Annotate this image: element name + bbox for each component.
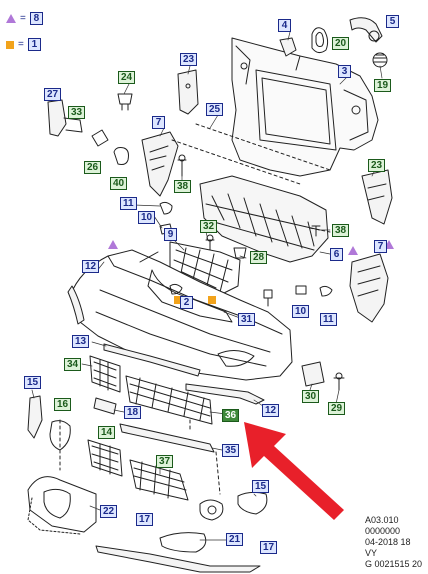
callout-32[interactable]: 32 [200,220,218,233]
callout-33[interactable]: 33 [68,106,86,119]
callout-18[interactable]: 18 [124,406,142,419]
callout-4[interactable]: 4 [278,19,291,32]
callout-5[interactable]: 5 [386,15,399,28]
red-arrow [244,422,344,520]
callout-15-right[interactable]: 15 [252,480,270,493]
callout-34[interactable]: 34 [64,358,82,371]
triangle-marker-icon [384,240,394,249]
callout-29[interactable]: 29 [328,402,346,415]
callout-23-right[interactable]: 23 [368,159,386,172]
ref-line: 04-2018 18 [364,537,411,547]
legend-triangle: = 8 [6,12,43,25]
callout-6[interactable]: 6 [330,248,343,261]
ref-line: 0000000 [364,526,400,536]
callout-7-left[interactable]: 7 [152,116,165,129]
callout-31[interactable]: 31 [238,313,256,326]
legend-ref: 1 [27,38,41,51]
legend-ref: 8 [29,12,43,25]
triangle-marker-icon [108,240,118,249]
callout-10-right[interactable]: 10 [292,305,310,318]
callout-38-top[interactable]: 38 [174,180,192,193]
callout-24[interactable]: 24 [118,71,136,84]
callout-23-top[interactable]: 23 [180,53,198,66]
callout-17-mid[interactable]: 17 [136,513,154,526]
callout-10-top[interactable]: 10 [138,211,156,224]
callout-17-bottom[interactable]: 17 [260,541,278,554]
legend-equals: = [18,39,24,50]
callout-38-right[interactable]: 38 [332,224,350,237]
callout-12-top[interactable]: 12 [82,260,100,273]
legend-equals: = [20,13,26,24]
callout-21[interactable]: 21 [226,533,244,546]
callout-28[interactable]: 28 [250,251,268,264]
callout-13[interactable]: 13 [72,335,90,348]
callout-15-left[interactable]: 15 [24,376,42,389]
callout-14[interactable]: 14 [98,426,116,439]
ref-line: G 0021515 20 [364,559,422,569]
diagram-reference: A03.010 0000000 04-2018 18 VY G 0021515 … [365,515,422,570]
callout-3[interactable]: 3 [338,65,351,78]
callout-12-lower[interactable]: 12 [262,404,280,417]
callout-9-top[interactable]: 9 [164,228,177,241]
square-marker-icon [174,296,182,304]
callout-11-right[interactable]: 11 [320,313,337,326]
callout-37[interactable]: 37 [156,455,174,468]
triangle-marker-icon [6,14,16,23]
front-panel-part [231,37,379,177]
ref-line: VY [364,548,377,558]
square-marker-icon [6,40,14,49]
callout-25[interactable]: 25 [206,103,224,116]
absorber-part [199,175,329,263]
square-marker-icon [208,296,216,304]
callout-2[interactable]: 2 [180,296,193,309]
callout-22[interactable]: 22 [100,505,118,518]
callout-36[interactable]: 36 [222,409,240,422]
callout-16[interactable]: 16 [54,398,72,411]
callout-20[interactable]: 20 [332,37,350,50]
callout-19[interactable]: 19 [374,79,392,92]
callout-40[interactable]: 40 [110,177,128,190]
callout-27[interactable]: 27 [44,88,62,101]
callout-11-top[interactable]: 11 [120,197,137,210]
callout-7-right[interactable]: 7 [374,240,387,253]
callout-26[interactable]: 26 [84,161,102,174]
callout-35[interactable]: 35 [222,444,240,457]
callout-30[interactable]: 30 [302,390,320,403]
legend-square: = 1 [6,38,41,51]
triangle-marker-icon [348,246,358,255]
ref-line: A03.010 [364,515,399,525]
